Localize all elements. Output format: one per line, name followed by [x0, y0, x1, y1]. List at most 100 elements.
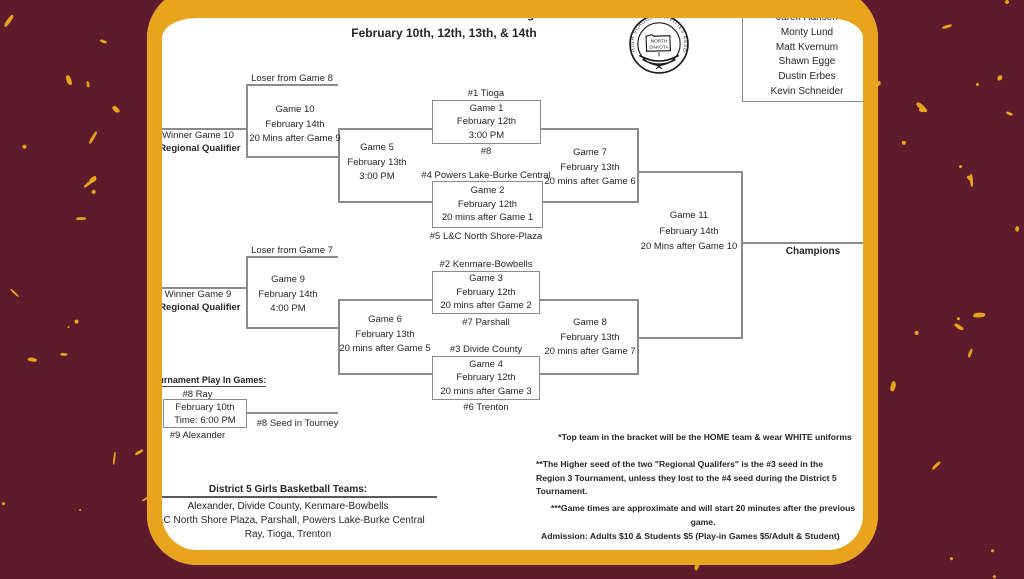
playin-game-box: February 10th Time: 6:00 PM: [163, 399, 247, 428]
game-8-date: February 13th: [560, 331, 620, 343]
game-4-time: 20 mins after Game 3: [440, 385, 532, 397]
district-teams-header: District 5 Girls Basketball Teams:: [208, 484, 368, 495]
north-dakota-shape: [645, 34, 671, 52]
bracket-line-g11-vertical: [741, 171, 743, 339]
champions-label: Champions: [785, 246, 841, 257]
game-7-label: Game 7 February 13th 20 mins after Game …: [535, 146, 645, 190]
game-6-date: February 13th: [355, 328, 415, 340]
game-6-time: 20 mins after Game 5: [339, 343, 431, 354]
playin-seed-9-alexander: #9 Alexander: [169, 430, 226, 441]
playin-game-time: Time: 6:00 PM: [174, 414, 236, 426]
seed-7-parshall: #7 Parshall: [462, 317, 510, 328]
game-4-box: Game 4 February 12th 20 mins after Game …: [432, 356, 540, 400]
game-7-time: 20 mins after Game 6: [544, 176, 636, 187]
loser-from-game-7-label: Loser from Game 7: [251, 245, 333, 256]
seal-state-line1: NORTH: [651, 39, 668, 45]
bracket-line-g7-winner: [637, 171, 741, 173]
game-7-date: February 13th: [560, 161, 620, 173]
game-10-date: February 14th: [265, 118, 325, 130]
game-10-name: Game 10: [275, 104, 315, 115]
winner-game-10-label: Winner Game 10: [162, 130, 234, 141]
seed-1-tioga: #1 Tioga: [467, 88, 505, 99]
game-9-label: Game 9 February 14th 4:00 PM: [238, 273, 338, 317]
district-teams-line2: L&C North Shore Plaza, Parshall, Powers …: [151, 515, 425, 526]
game-1-name: Game 1: [469, 102, 504, 114]
game-5-name: Game 5: [360, 142, 394, 153]
official-name: Kevin Schneider: [770, 85, 844, 97]
seal-wreath-left: [638, 54, 680, 62]
note-regional-qualifier: **The Higher seed of the two "Regional Q…: [536, 459, 837, 496]
bracket-line-g10-vertical: [246, 84, 248, 158]
playin-game-date: February 10th: [175, 401, 235, 413]
seal-state-line2: DAKOTA: [649, 44, 669, 50]
seed-8: #8: [480, 146, 492, 157]
loser-from-game-8-label: Loser from Game 8: [251, 73, 333, 84]
note-home-team: *Top team in the bracket will be the HOM…: [558, 432, 852, 442]
venue-title: The Well" at Williston State College: [347, 9, 541, 21]
game-8-time: 20 mins after Game 7: [544, 346, 636, 357]
game-9-time: 4:00 PM: [270, 303, 306, 314]
game-3-box: Game 3 February 12th 20 mins after Game …: [432, 271, 540, 314]
official-name: Shawn Egge: [778, 56, 836, 68]
admission-info: Admission: Adults $10 & Students $5 (Pla…: [541, 531, 840, 541]
official-name: Dustin Erbes: [778, 71, 836, 83]
seed-2-kenmare-bowbells: #2 Kenmare-Bowbells: [439, 259, 533, 270]
bracket-line-winner-g9: [150, 287, 246, 289]
game-1-time: 3:00 PM: [468, 129, 505, 141]
winner-game-9-label: Winner Game 9: [164, 289, 232, 300]
district-divider-line: [150, 496, 437, 498]
game-10-time: 20 Mins after Game 9: [249, 133, 341, 144]
seal-wreath-cross: [655, 64, 663, 70]
playin-header: Tournament Play In Games:: [148, 375, 267, 387]
bracket-line-g9-vertical: [246, 256, 248, 329]
game-2-box: Game 2 February 12th 20 mins after Game …: [432, 181, 543, 228]
bracket-line-winner-g10: [150, 128, 246, 130]
game-6-name: Game 6: [368, 314, 402, 325]
game-5-time: 3:00 PM: [359, 171, 395, 182]
official-name: Jarek Hansen: [776, 12, 838, 23]
district-teams-line1: Alexander, Divide County, Kenmare-Bowbel…: [187, 501, 389, 512]
game-2-date: February 12th: [457, 198, 518, 210]
bracket-line-g8-winner: [637, 337, 741, 339]
game-2-time: 20 mins after Game 1: [441, 212, 534, 224]
playin-seed-8-ray: #8 Ray: [182, 389, 213, 400]
seed-3-divide-county: #3 Divide County: [449, 344, 523, 355]
game-7-name: Game 7: [573, 147, 607, 158]
regional-qualifier-label: *Regional Qualifier: [155, 143, 241, 154]
game-3-time: 20 mins after Game 2: [440, 300, 532, 312]
bracket-line-loser-g8-feed: [246, 84, 338, 86]
seed-6-trenton: #6 Trenton: [463, 402, 509, 413]
ndhsaa-seal-icon: HIGH SCHOOL ACTIVITIES ASSOCIATION NORTH…: [628, 13, 689, 74]
officials-list: Jarek Hansen Monty Lund Matt Kvernum Sha…: [742, 0, 871, 102]
bracket-line-loser-g7-feed: [246, 256, 338, 258]
bracket-line-g5-winner: [246, 156, 338, 158]
game-11-date: February 14th: [659, 225, 719, 237]
official-name: Matt Kvernum: [775, 41, 839, 53]
official-name: Monty Lund: [780, 26, 834, 38]
seal-wreath-right: [642, 58, 676, 65]
note-game-times: ***Game times are approximate and will s…: [550, 503, 856, 527]
game-8-name: Game 8: [573, 317, 607, 328]
playin-winner-note: #8 Seed in Tourney: [256, 418, 339, 429]
bracket-line-g5-vertical: [338, 128, 340, 203]
dates-title: February 10th, 12th, 13th, & 14th: [351, 26, 537, 40]
game-4-date: February 12th: [456, 372, 516, 384]
regional-qualifier-label: *Regional Qualifier: [155, 302, 241, 313]
bracket-line-playin-winner: [247, 412, 338, 414]
bracket-line-g6-vertical: [338, 299, 340, 375]
game-5-label: Game 5 February 13th 3:00 PM: [327, 141, 427, 185]
game-9-name: Game 9: [271, 274, 305, 285]
bracket-line-champions: [741, 242, 878, 244]
game-1-box: Game 1 February 12th 3:00 PM: [432, 100, 541, 144]
bracket-line-g6-winner: [246, 327, 338, 329]
bracket-line-g7-vertical: [637, 128, 639, 203]
game-5-date: February 13th: [347, 156, 407, 168]
game-11-name: Game 11: [669, 210, 709, 221]
game-2-name: Game 2: [470, 185, 505, 197]
game-8-label: Game 8 February 13th 20 mins after Game …: [535, 316, 645, 360]
seed-4-powers-lake-burke-central: #4 Powers Lake-Burke Central: [421, 170, 551, 181]
game-6-label: Game 6 February 13th 20 mins after Game …: [330, 313, 440, 357]
game-9-date: February 14th: [258, 288, 318, 300]
game-11-time: 20 Mins after Game 10: [640, 241, 738, 252]
